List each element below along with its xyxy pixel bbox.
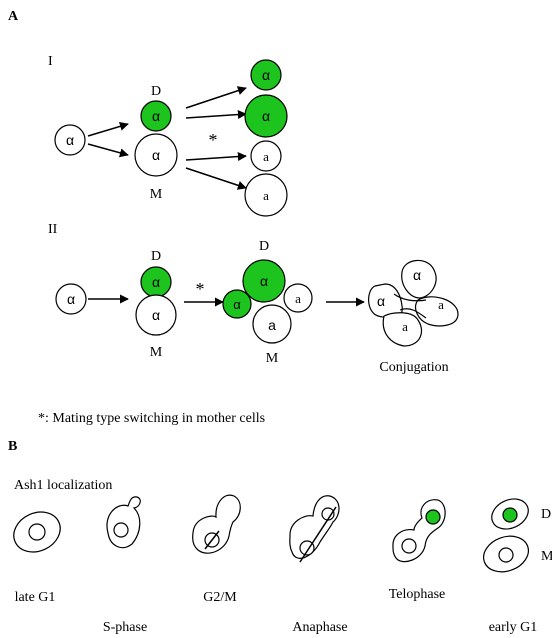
conjugation-label: Conjugation [379,360,448,375]
early-g1-ash1-spot [502,507,518,523]
row-2-cluster-small-a-symbol: a [295,291,301,306]
cell-telophase [392,499,446,563]
row-1-daughter-symbol: α [152,108,160,124]
row-2-label: II [48,222,58,237]
row-1-start-cell: α [54,124,86,156]
row-1-output-4-symbol: a [263,188,269,203]
cell-anaphase [289,495,340,563]
conjugation-a-bottom: a [402,319,408,334]
row-2-mother-label-2: M [266,351,279,366]
early-g1-d-label: D [541,507,551,522]
row-1-daughter-cell: α [140,100,172,132]
row-1-output-2: α [244,94,288,138]
row-1-mother-label: M [150,187,163,202]
row-2-cluster-small-alpha: α [222,289,252,319]
row-1-label: I [48,54,53,69]
row-2-cluster-big-alpha: α [242,259,286,303]
telophase-ash1-spot [425,509,441,525]
row-2-daughter-label-2: D [259,239,269,254]
stage-early-g1: early G1 [489,620,538,635]
row-1-daughter-label: D [151,84,161,99]
footnote: *: Mating type switching in mother cells [38,411,265,426]
row-1-start-symbol: α [66,132,74,148]
row-2-daughter-cell: α [140,266,172,298]
row-2-mother-cell: α [135,294,177,336]
stage-anaphase: Anaphase [292,620,347,635]
row-2-daughter-label-1: D [151,249,161,264]
row-1-arrow-1 [185,86,247,109]
row-2-switch-marker: * [196,279,205,299]
panel-b-label: B [8,439,17,454]
row-1-arrow-4 [185,167,247,190]
row-1-output-1-symbol: α [262,67,270,83]
row-1-output-3: a [250,140,282,172]
row-1-output-3-symbol: a [263,149,269,164]
stage-s-phase: S-phase [103,620,147,635]
row-1-mother-cell: α [134,133,178,177]
panel-a-label: A [8,9,19,24]
stage-telophase: Telophase [389,587,446,602]
row-1-output-4: a [244,173,288,217]
cell-early-g1 [483,498,529,573]
cell-late-g1 [13,511,61,553]
stage-g2m: G2/M [203,590,237,605]
row-2-mother-label-1: M [150,345,163,360]
row-2-daughter-symbol: α [152,274,160,290]
cell-s-phase [106,496,141,549]
row-1-arrow-up [87,122,129,137]
row-1-arrow-2 [185,110,247,120]
row-1-switch-marker: * [209,130,218,150]
row-2-cluster-big-a: a [252,304,292,344]
conjugation-alpha-top: α [413,267,421,283]
row-2-cluster-big-a-symbol: a [268,317,276,333]
row-1-arrow-down [87,143,129,158]
row-1-mother-symbol: α [152,147,160,163]
conjugation-a-right: a [438,297,444,312]
row-2-cluster-small-a: a [283,283,313,313]
stage-late-g1: late G1 [15,590,56,605]
row-2-cluster-small-alpha-symbol: α [233,297,241,312]
panel-b-title: Ash1 localization [14,478,112,493]
row-2-start-cell: α [55,283,87,315]
early-g1-m-label: M [541,549,552,564]
row-2-mother-symbol: α [152,307,160,323]
conjugation-alpha-left: α [377,293,385,309]
row-2-cluster-big-alpha-symbol: α [260,273,268,289]
row-1-arrow-3 [185,152,247,162]
row-2-start-symbol: α [67,291,75,307]
row-1-output-2-symbol: α [262,108,270,124]
row-1-output-1: α [250,59,282,91]
cell-g2m [192,494,241,554]
conjugation-cells: α α a a [368,259,459,347]
